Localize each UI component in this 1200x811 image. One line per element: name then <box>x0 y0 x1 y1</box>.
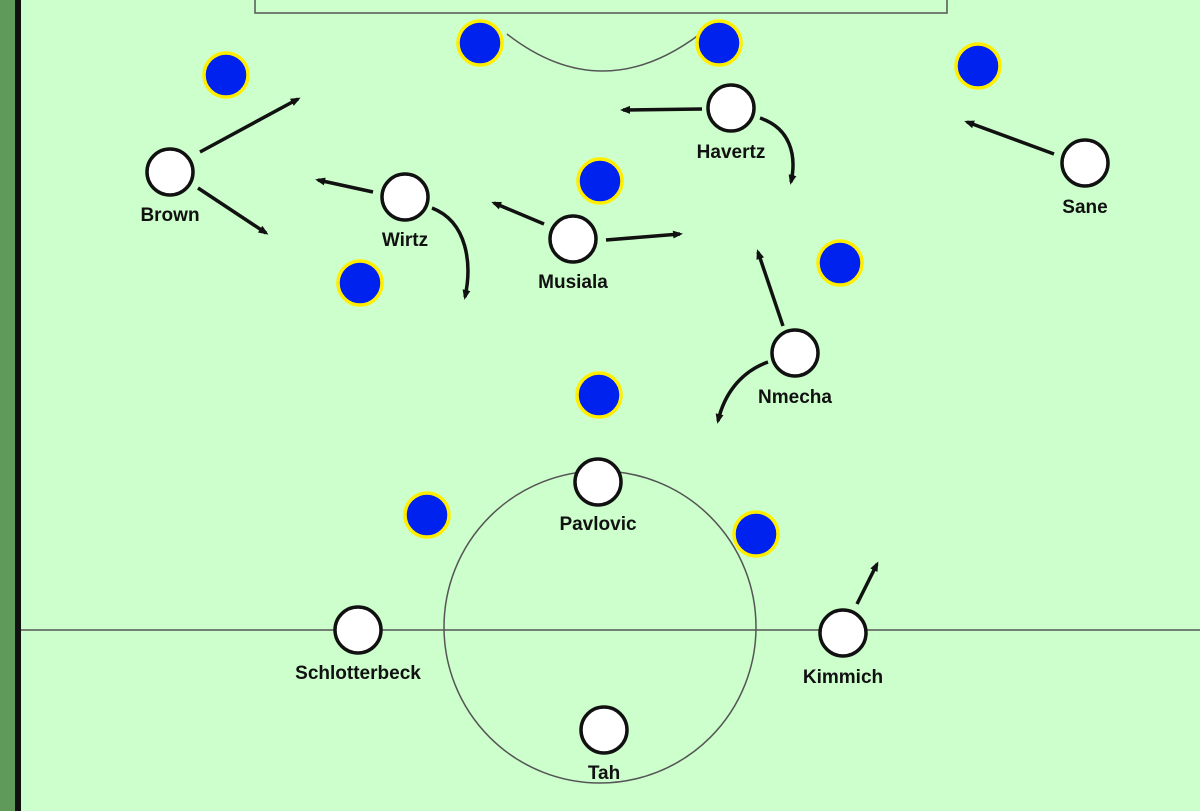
team-player-label: Brown <box>140 205 199 226</box>
opponent-player-marker <box>456 19 504 67</box>
team-player-label: Pavlovic <box>559 514 637 535</box>
arrow-kimmich-forward <box>855 561 879 605</box>
penalty-arc <box>506 33 701 72</box>
opponent-player-marker <box>575 371 623 419</box>
team-player: Havertz <box>697 83 766 163</box>
team-player-label: Wirtz <box>382 230 428 251</box>
arrow-wirtz-drop <box>431 206 471 300</box>
team-player-marker <box>818 608 868 658</box>
team-player-label: Kimmich <box>803 667 883 688</box>
team-player: Brown <box>140 147 200 226</box>
team-player-marker <box>579 705 629 755</box>
team-player-label: Tah <box>588 763 620 784</box>
opponent-players <box>202 19 1002 558</box>
opponent-player-marker <box>732 510 780 558</box>
team-player: Tah <box>579 705 629 784</box>
opponent-player-marker <box>816 239 864 287</box>
team-player: Kimmich <box>803 608 883 688</box>
arrow-sane-inside <box>964 120 1055 156</box>
team-player-marker <box>145 147 195 197</box>
team-player: Sane <box>1060 138 1110 218</box>
team-player-label: Nmecha <box>758 387 832 408</box>
arrow-havertz-drop <box>759 116 797 185</box>
team-player-label: Schlotterbeck <box>295 663 421 684</box>
team-player: Schlotterbeck <box>295 605 421 684</box>
arrow-brown-forward <box>199 97 301 154</box>
team-player: Wirtz <box>380 172 430 251</box>
arrow-musiala-left <box>491 201 545 226</box>
team-player-label: Sane <box>1062 197 1107 218</box>
opponent-player-marker <box>576 157 624 205</box>
arrow-wirtz-left <box>315 177 374 194</box>
team-player-marker <box>706 83 756 133</box>
team-player-label: Musiala <box>538 272 608 293</box>
opponent-player-marker <box>954 42 1002 90</box>
team-player-marker <box>548 214 598 264</box>
opponent-player-marker <box>336 259 384 307</box>
penalty-box <box>254 0 948 14</box>
opponent-player-marker <box>695 19 743 67</box>
arrow-nmecha-drop <box>715 360 769 424</box>
arrow-nmecha-forward <box>756 249 785 327</box>
team-player: Musiala <box>538 214 608 293</box>
opponent-player-marker <box>202 51 250 99</box>
team-player-marker <box>573 457 623 507</box>
team-player-label: Havertz <box>697 142 766 163</box>
team-player: Pavlovic <box>559 457 637 535</box>
team-player-marker <box>1060 138 1110 188</box>
team-player-marker <box>380 172 430 222</box>
arrow-havertz-left <box>620 105 703 114</box>
team-player-marker <box>333 605 383 655</box>
team-player-marker <box>770 328 820 378</box>
movement-arrows <box>197 97 1055 605</box>
arrow-brown-inside <box>197 186 269 235</box>
arrow-musiala-right <box>605 230 683 242</box>
team-player: Nmecha <box>758 328 832 408</box>
opponent-player-marker <box>403 491 451 539</box>
